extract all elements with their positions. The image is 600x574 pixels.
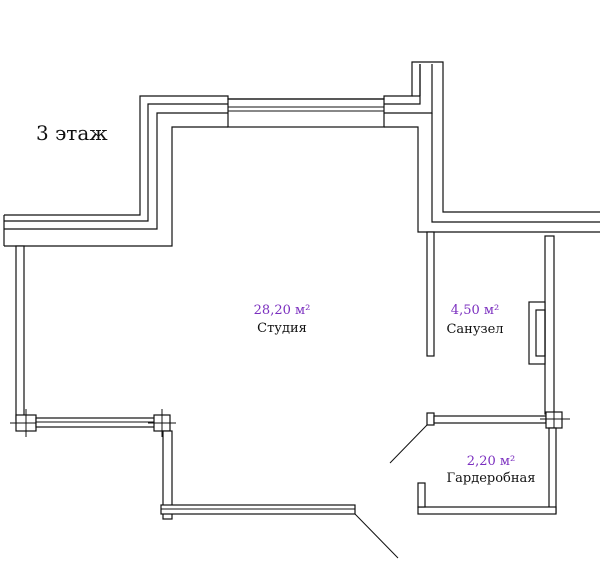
bathroom-left-wall [426, 231, 435, 357]
entrance-door [354, 513, 399, 559]
room-wardrobe: 2,20 м² Гардеробная [447, 454, 536, 486]
room-area-studio: 28,20 м² [254, 303, 311, 318]
upper-outer-wall [3, 61, 600, 247]
room-bathroom: 4,50 м² Санузел [446, 303, 503, 337]
room-name-wardrobe: Гардеробная [447, 471, 536, 486]
room-area-wardrobe: 2,20 м² [467, 454, 515, 469]
lower-left-wall [162, 430, 173, 520]
lower-window-wall [35, 409, 176, 437]
bottom-wall [160, 504, 356, 515]
wardrobe-door [389, 424, 428, 464]
floor-label: 3 этаж [36, 121, 108, 145]
wardrobe-walls [417, 406, 570, 515]
left-outer-wall [10, 245, 42, 437]
bathroom-right-wall [528, 235, 555, 415]
room-area-bathroom: 4,50 м² [451, 303, 499, 318]
room-name-studio: Студия [257, 321, 307, 336]
room-name-bathroom: Санузел [446, 322, 503, 337]
room-studio: 28,20 м² Студия [254, 303, 311, 336]
